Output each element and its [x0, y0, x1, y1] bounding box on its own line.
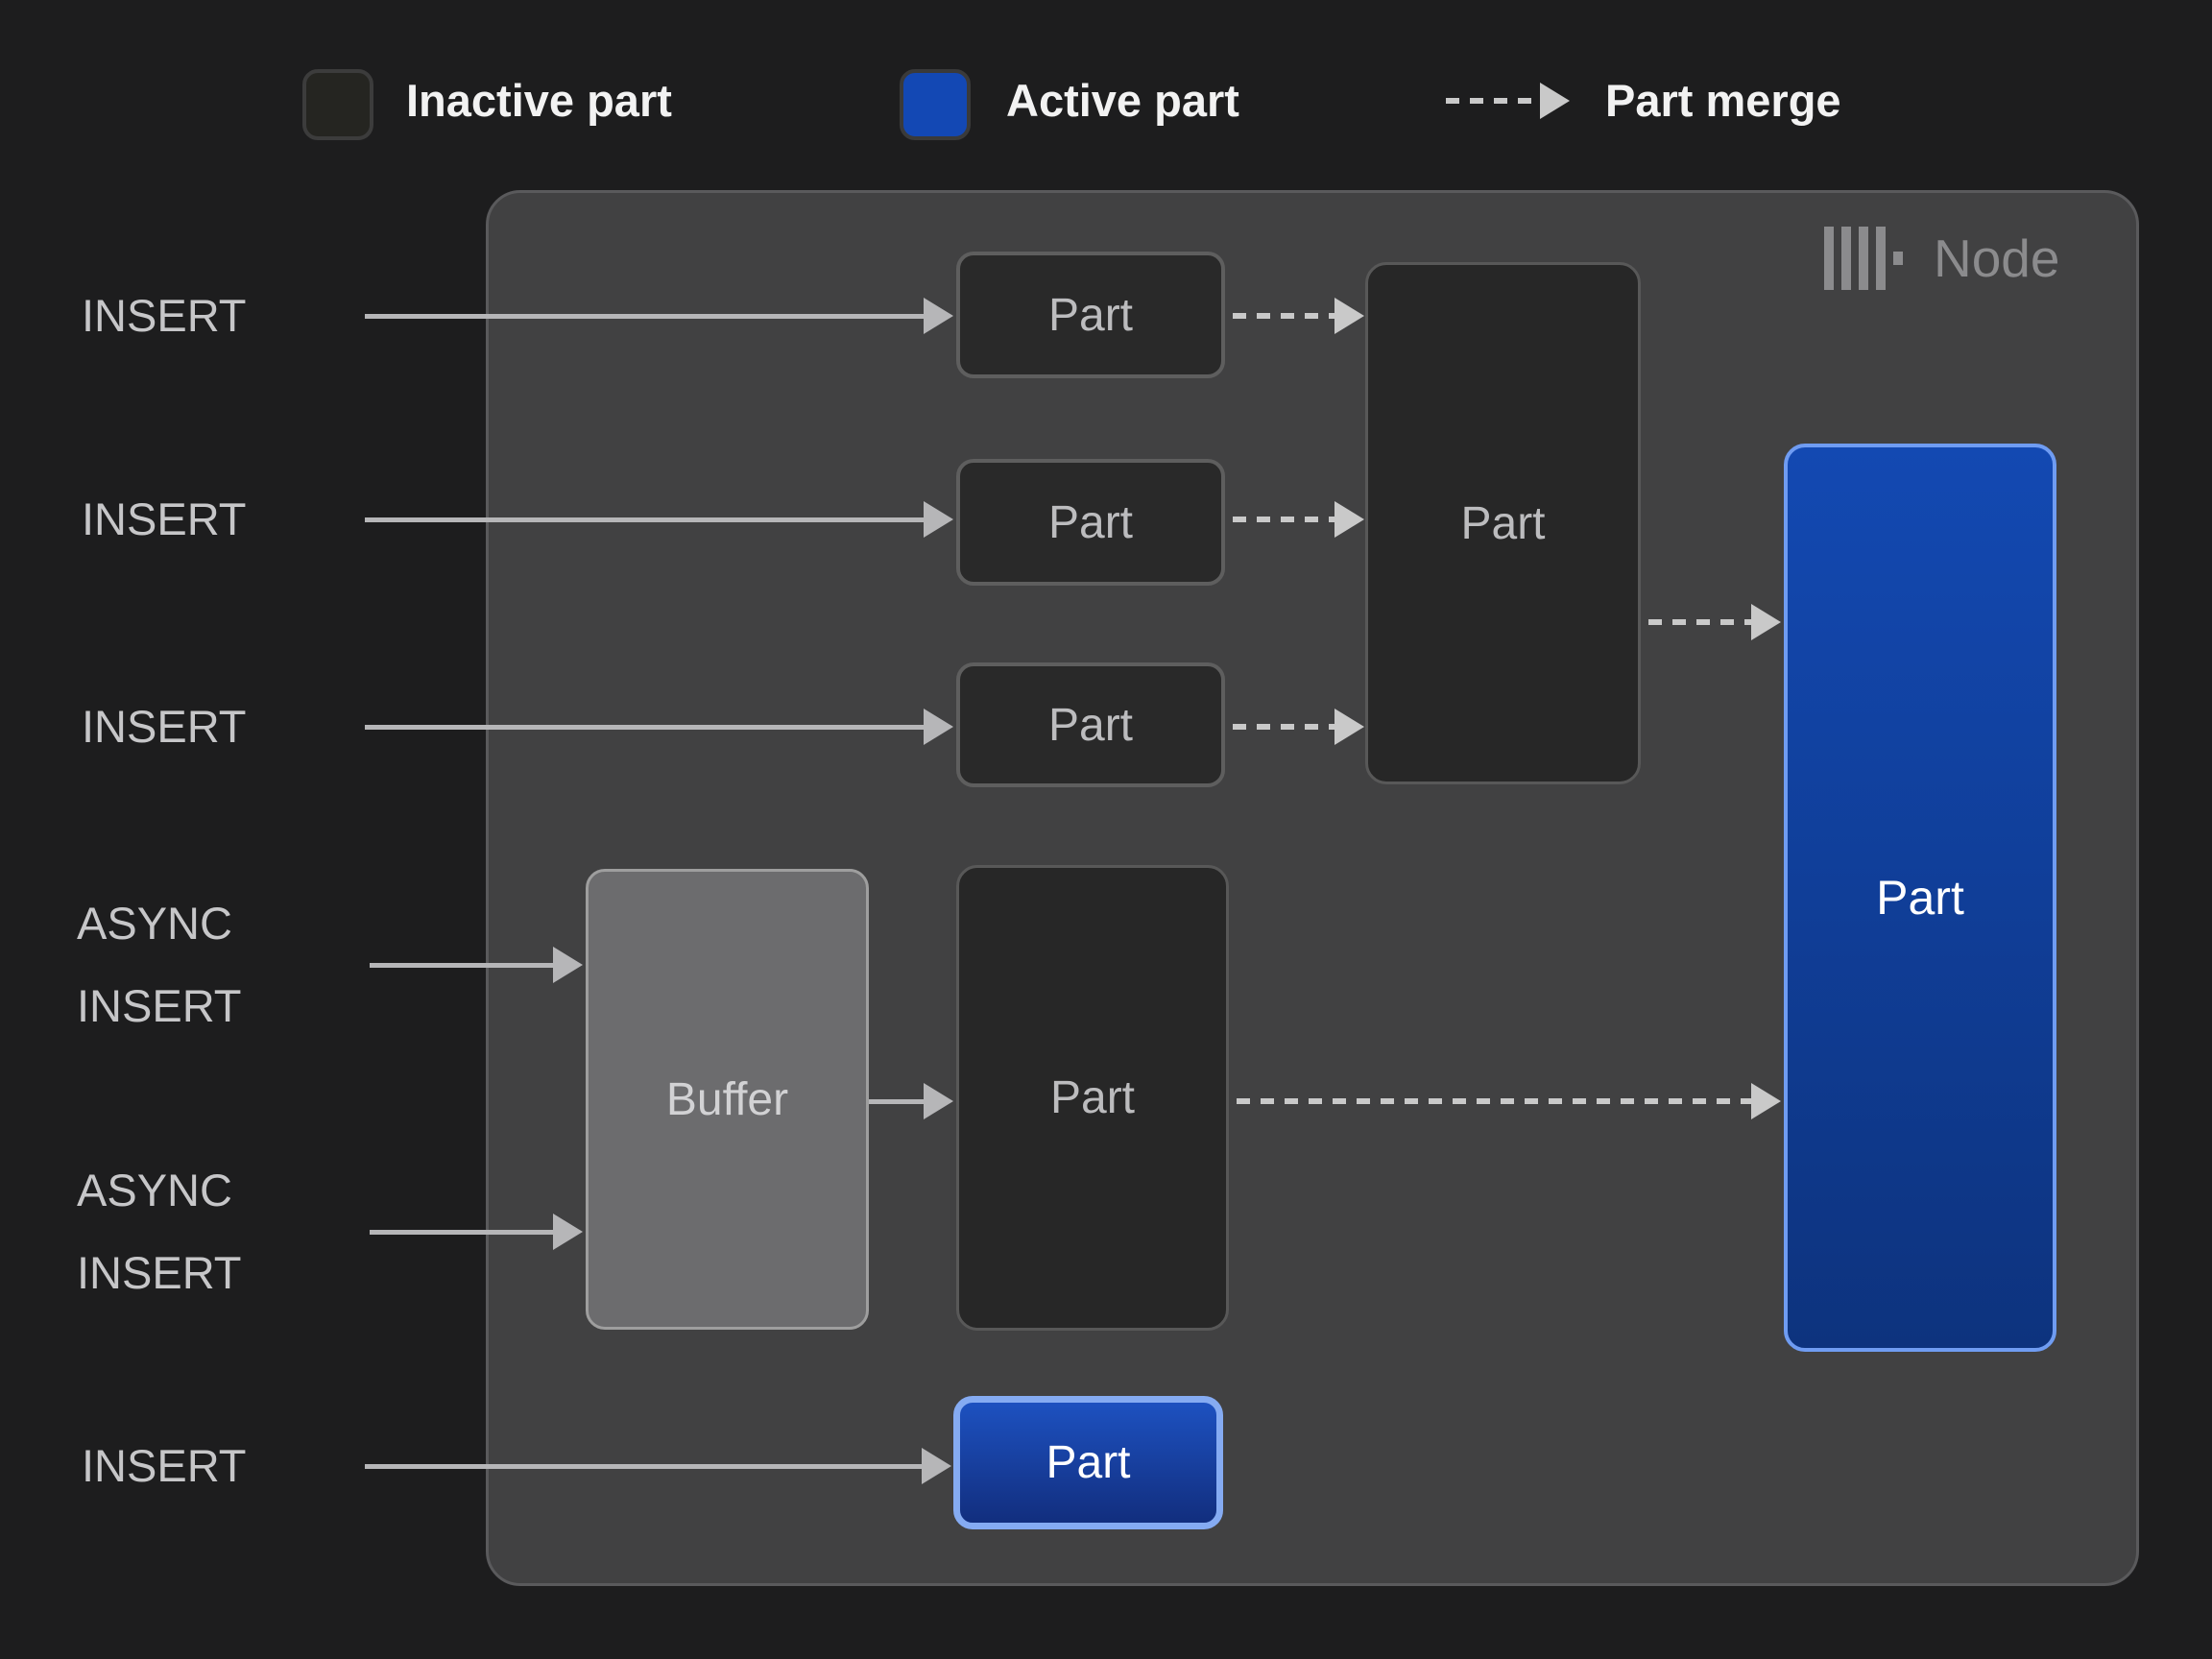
- buffer-label: Buffer: [665, 1073, 789, 1125]
- legend-merge-arrow-icon: [1446, 83, 1570, 119]
- buffer-to-part-arrow: [869, 1083, 953, 1119]
- active-part-box-large: Part: [1784, 444, 2056, 1352]
- async-insert-label-1: ASYNC INSERT: [77, 882, 242, 1047]
- active-part-large-label: Part: [1876, 871, 1964, 925]
- async-insert-arrow-2: [370, 1214, 583, 1250]
- inactive-part-box-1: Part: [956, 252, 1225, 378]
- part-box-1-label: Part: [1047, 289, 1134, 341]
- inactive-part-box-2: Part: [956, 459, 1225, 586]
- async-insert-2-line-1: ASYNC: [77, 1165, 232, 1215]
- merge-arrow-to-active: [1648, 604, 1781, 640]
- merged-part-label: Part: [1460, 497, 1546, 549]
- async-insert-1-line-2: INSERT: [77, 980, 242, 1031]
- merge-arrow-part3: [1233, 709, 1364, 745]
- async-part-box: Part: [956, 865, 1229, 1331]
- node-header: Node: [1824, 227, 2059, 290]
- merged-part-box: Part: [1365, 262, 1641, 784]
- part-box-2-label: Part: [1047, 496, 1134, 548]
- async-insert-1-line-1: ASYNC: [77, 898, 232, 949]
- insert-arrow-2: [365, 501, 953, 538]
- insert-label-3: INSERT: [82, 701, 247, 752]
- insert-arrow-1: [365, 298, 953, 334]
- part-box-3-label: Part: [1047, 699, 1134, 751]
- insert-label-bottom: INSERT: [82, 1440, 247, 1491]
- legend-merge-label: Part merge: [1605, 75, 1841, 126]
- async-insert-2-line-2: INSERT: [77, 1247, 242, 1298]
- legend-inactive-swatch: [302, 69, 373, 140]
- legend-active-swatch: [900, 69, 971, 140]
- legend-active-label: Active part: [1006, 75, 1239, 126]
- inactive-part-swatch-icon: [302, 69, 373, 140]
- async-insert-arrow-1: [370, 947, 583, 983]
- clickhouse-logo-icon: [1824, 227, 1903, 290]
- insert-arrow-3: [365, 709, 953, 745]
- insert-label-2: INSERT: [82, 493, 247, 544]
- merge-arrow-part1: [1233, 298, 1364, 334]
- insert-arrow-bottom: [365, 1448, 951, 1484]
- active-part-box-small: Part: [953, 1396, 1223, 1529]
- active-part-small-label: Part: [1046, 1437, 1131, 1488]
- legend-inactive-label: Inactive part: [406, 75, 672, 126]
- async-part-label: Part: [1049, 1072, 1136, 1123]
- buffer-box: Buffer: [586, 869, 869, 1330]
- active-part-swatch-icon: [900, 69, 971, 140]
- inactive-part-box-3: Part: [956, 662, 1225, 787]
- async-insert-label-2: ASYNC INSERT: [77, 1149, 242, 1314]
- async-part-merge-arrow: [1237, 1083, 1781, 1119]
- merge-arrow-part2: [1233, 501, 1364, 538]
- insert-label-1: INSERT: [82, 290, 247, 341]
- node-title: Node: [1934, 228, 2060, 288]
